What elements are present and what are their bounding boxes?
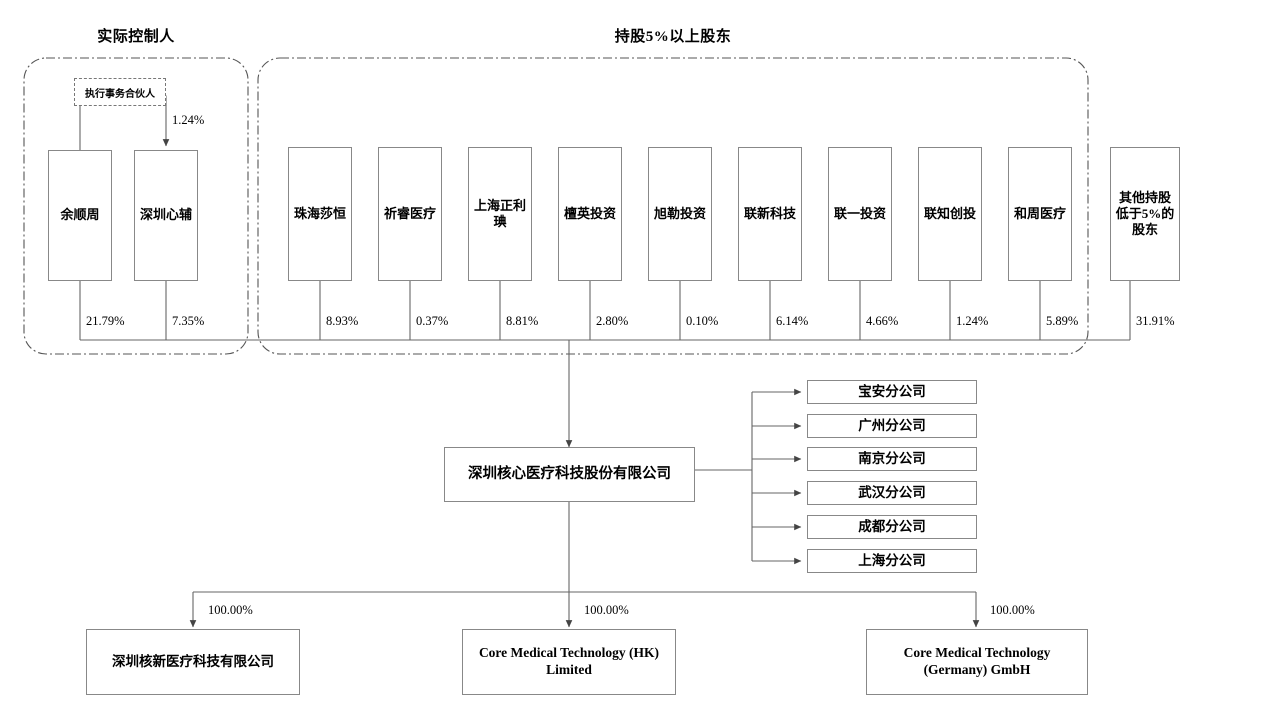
shareholder-box-3[interactable]: 上海正利琠: [468, 147, 532, 281]
controller-pct-shenzhenxinfu: 7.35%: [172, 314, 205, 328]
shareholder-box-5[interactable]: 旭勒投资: [648, 147, 712, 281]
shareholder-box-9[interactable]: 和周医疗: [1008, 147, 1072, 281]
shareholder-pct-5: 0.10%: [686, 314, 719, 328]
shareholder-box-4[interactable]: 檀英投资: [558, 147, 622, 281]
subsidiary-pct-2: 100.00%: [584, 603, 629, 617]
other-shareholders-pct: 31.91%: [1136, 314, 1175, 328]
branch-box-2[interactable]: 广州分公司: [807, 414, 977, 438]
controller-box-shenzhenxinfu[interactable]: 深圳心辅: [134, 150, 198, 281]
branch-box-3[interactable]: 南京分公司: [807, 447, 977, 471]
branch-box-1[interactable]: 宝安分公司: [807, 380, 977, 404]
shareholder-pct-4: 2.80%: [596, 314, 629, 328]
shareholder-pct-9: 5.89%: [1046, 314, 1079, 328]
branch-box-5[interactable]: 成都分公司: [807, 515, 977, 539]
group-title-actual-controller: 实际控制人: [97, 29, 175, 45]
branch-box-6[interactable]: 上海分公司: [807, 549, 977, 573]
shareholder-box-6[interactable]: 联新科技: [738, 147, 802, 281]
shareholder-box-1[interactable]: 珠海莎恒: [288, 147, 352, 281]
shareholder-pct-3: 8.81%: [506, 314, 539, 328]
controller-box-yushunzhou[interactable]: 余顺周: [48, 150, 112, 281]
partner-pct-label: 1.24%: [172, 113, 205, 127]
shareholder-pct-7: 4.66%: [866, 314, 899, 328]
shareholder-pct-1: 8.93%: [326, 314, 359, 328]
subsidiary-box-1[interactable]: 深圳核新医疗科技有限公司: [86, 629, 300, 695]
shareholder-box-7[interactable]: 联一投资: [828, 147, 892, 281]
subsidiary-pct-1: 100.00%: [208, 603, 253, 617]
shareholder-pct-2: 0.37%: [416, 314, 449, 328]
shareholder-box-2[interactable]: 祈睿医疗: [378, 147, 442, 281]
shareholder-pct-8: 1.24%: [956, 314, 989, 328]
branch-box-4[interactable]: 武汉分公司: [807, 481, 977, 505]
subsidiary-pct-3: 100.00%: [990, 603, 1035, 617]
other-shareholders-box[interactable]: 其他持股低于5%的股东: [1110, 147, 1180, 281]
controller-pct-yushunzhou: 21.79%: [86, 314, 125, 328]
shareholder-box-8[interactable]: 联知创投: [918, 147, 982, 281]
shareholder-pct-6: 6.14%: [776, 314, 809, 328]
subsidiary-box-3[interactable]: Core Medical Technology (Germany) GmbH: [866, 629, 1088, 695]
subsidiary-box-2[interactable]: Core Medical Technology (HK) Limited: [462, 629, 676, 695]
executive-partner-box[interactable]: 执行事务合伙人: [74, 78, 166, 106]
main-company-box[interactable]: 深圳核心医疗科技股份有限公司: [444, 447, 695, 502]
group-title-major-shareholders: 持股5%以上股东: [614, 29, 732, 45]
